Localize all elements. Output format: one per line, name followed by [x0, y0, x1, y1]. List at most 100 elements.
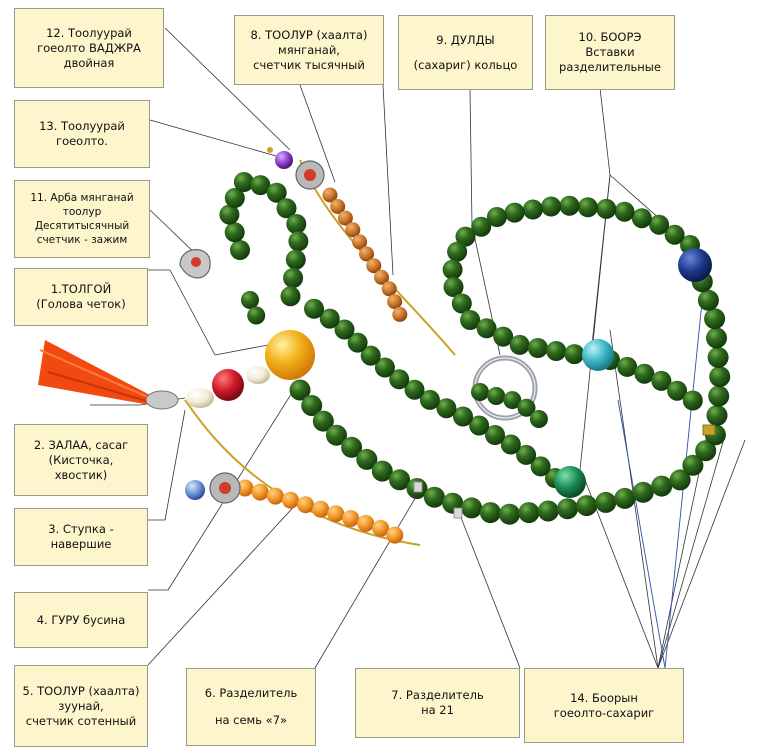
amber-bead	[392, 306, 408, 322]
orange-bead	[327, 505, 345, 523]
jade-bead	[706, 404, 728, 426]
jade-bead	[546, 341, 567, 361]
jade-bead	[614, 487, 636, 509]
orange-counter-beads	[236, 479, 404, 544]
orange-bead	[297, 496, 315, 514]
jade-bead	[682, 390, 703, 411]
jade-bead	[527, 338, 548, 358]
jade-bead	[617, 356, 638, 377]
jade-bead	[614, 201, 635, 222]
amber-bead	[359, 246, 374, 262]
jade-bead	[419, 389, 440, 410]
jade-bead	[301, 395, 323, 416]
jade-bead	[596, 198, 617, 219]
label-14-line1: 14. Боорын	[570, 690, 638, 705]
label-2-line2: (Кисточка,	[48, 452, 114, 467]
label-7-line1: 7. Разделитель	[391, 688, 484, 702]
jade-bead	[709, 366, 731, 388]
jade-bead	[250, 175, 271, 196]
label-1-line1: 1.ТОЛГОЙ	[50, 282, 112, 296]
jade-bead	[469, 415, 490, 436]
jade-bead	[509, 334, 530, 355]
orange-bead	[312, 500, 330, 518]
amber-bead	[345, 222, 361, 238]
jade-bead	[460, 310, 481, 330]
jade-bead	[651, 370, 672, 391]
label-11-line4: счетчик - зажим	[36, 234, 128, 246]
label-13-line1: 13. Тоолуурай	[39, 119, 125, 133]
jade-bead	[374, 357, 395, 378]
jade-bead	[518, 502, 540, 524]
amber-counter-beads	[322, 187, 408, 322]
jade-bead	[493, 326, 514, 347]
jade-bead	[442, 259, 463, 280]
jade-bead	[341, 436, 363, 458]
jade-bead	[708, 385, 730, 407]
dorje-counter-bottom	[209, 472, 241, 504]
label-13: 13. Тоолуурай гоеолто.	[14, 100, 150, 168]
label-8-line3: счетчик тысячный	[253, 57, 365, 72]
jade-bead	[522, 199, 543, 220]
jade-bead	[312, 410, 334, 432]
jade-bead	[697, 289, 719, 311]
jade-bead	[241, 291, 259, 309]
jade-bead	[667, 380, 688, 401]
counter-clip	[179, 249, 211, 279]
label-10: 10. БООРЭ Вставки разделительные	[545, 15, 675, 90]
label-8: 8. ТООЛУР (хаалта) мянганай, счетчик тыс…	[234, 15, 384, 85]
amber-bead	[374, 269, 389, 285]
amber-bead	[352, 234, 368, 250]
jade-bead	[389, 469, 411, 491]
lapis-bead	[678, 248, 712, 282]
label-10-line2: Вставки	[585, 45, 635, 59]
jade-bead	[280, 286, 301, 307]
label-11-line3: Десятитысячный	[34, 220, 130, 232]
label-4-line1: 4. ГУРУ бусина	[36, 612, 126, 627]
label-6-line2: на семь «7»	[214, 713, 288, 727]
label-9-line2: (сахариг) кольцо	[413, 57, 518, 72]
jade-bead	[451, 293, 472, 314]
label-4: 4. ГУРУ бусина	[14, 592, 148, 648]
jade-bead	[233, 172, 254, 192]
jade-bead	[304, 298, 324, 319]
jade-bead	[564, 344, 585, 365]
blue-bead	[185, 480, 205, 500]
label-2-line3: хвостик)	[54, 467, 108, 482]
label-6: 6. Разделитель на семь «7»	[186, 668, 316, 746]
label-3: 3. Ступка - навершие	[14, 508, 148, 566]
gold-spacer	[702, 424, 716, 436]
label-10-line1: 10. БООРЭ	[578, 30, 642, 44]
pearl-stupa	[186, 388, 214, 408]
orange-bead	[266, 487, 284, 505]
label-12-line3: двойная	[63, 55, 115, 70]
jade-bead	[334, 319, 355, 340]
jade-bead	[695, 440, 717, 462]
jade-bead	[286, 214, 307, 234]
label-7: 7. Разделитель на 21	[355, 668, 520, 738]
jade-bead	[487, 387, 506, 405]
jade-bead	[500, 434, 521, 455]
amber-bead	[366, 258, 382, 274]
jade-bead	[479, 502, 501, 524]
jade-bead	[230, 240, 250, 260]
jade-bead	[595, 491, 617, 513]
malachite-bead	[554, 466, 586, 498]
jade-bead	[471, 216, 492, 237]
orange-bead	[282, 491, 300, 509]
jade-bead	[504, 202, 525, 223]
orange-bead	[251, 483, 269, 501]
jade-bead	[649, 214, 670, 235]
label-1: 1.ТОЛГОЙ (Голова четок)	[14, 268, 148, 326]
label-7-line2: на 21	[421, 703, 454, 717]
jade-bead	[499, 503, 520, 525]
purple-bead	[275, 151, 293, 169]
jade-bead	[503, 391, 522, 410]
jade-bead	[423, 486, 445, 508]
jade-bead	[651, 475, 673, 497]
orange-bead	[386, 526, 404, 544]
jade-bead	[326, 424, 347, 446]
label-2: 2. ЗАЛАА, сасаг (Кисточка, хвостик)	[14, 424, 148, 496]
label-12-line2: гоеолто ВАДЖРА	[37, 40, 141, 55]
guru-bead	[265, 330, 315, 380]
